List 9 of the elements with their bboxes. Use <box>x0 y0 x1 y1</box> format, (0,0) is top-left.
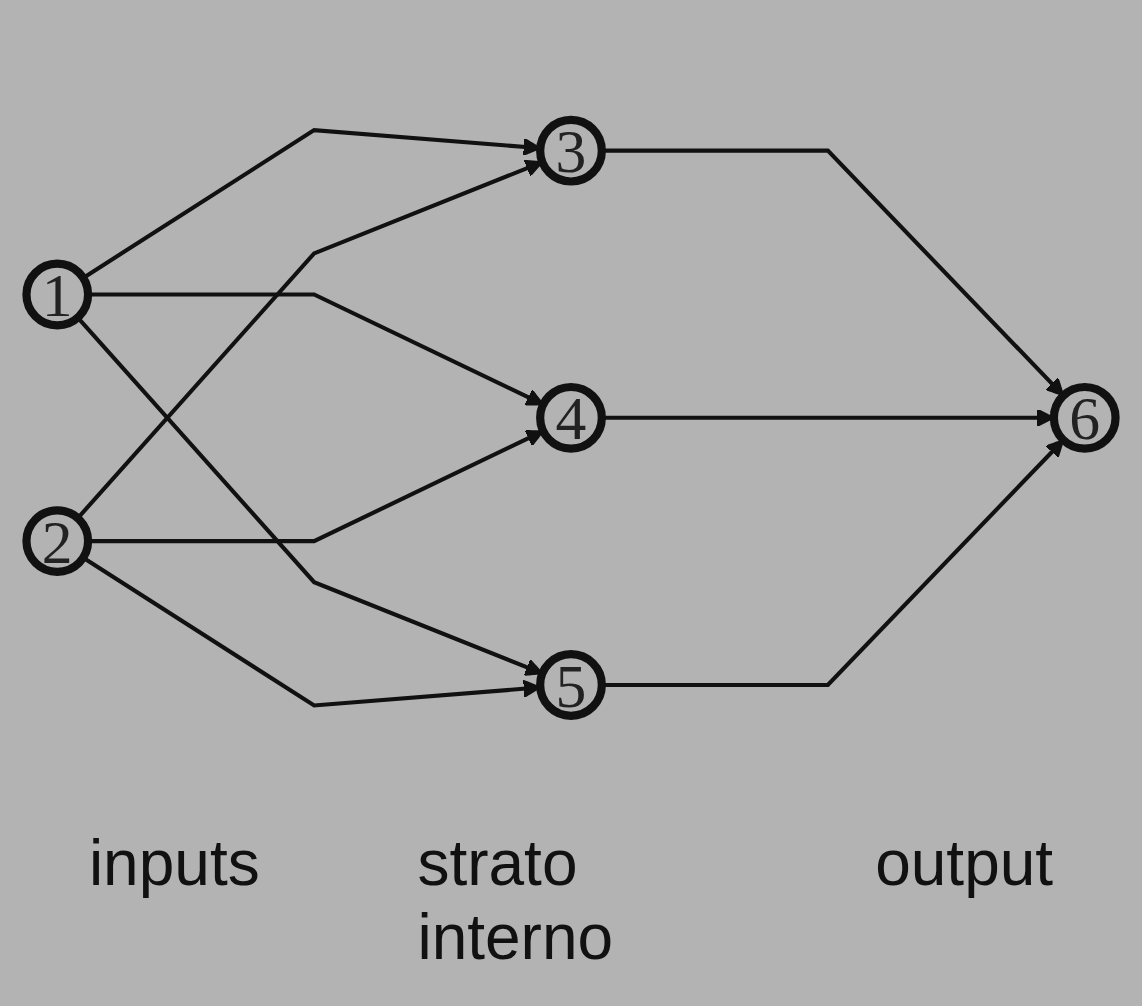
node-circle: 4 <box>536 383 606 453</box>
node-circle: 2 <box>22 506 93 577</box>
layer-label: strato interno <box>417 826 615 974</box>
node-circle: 3 <box>536 115 606 186</box>
layer-label: inputs <box>88 826 260 900</box>
node-circle: 5 <box>536 650 606 721</box>
layer-label: output <box>875 826 1054 900</box>
node-circle: 6 <box>1049 383 1120 453</box>
node-circle: 1 <box>22 259 93 330</box>
